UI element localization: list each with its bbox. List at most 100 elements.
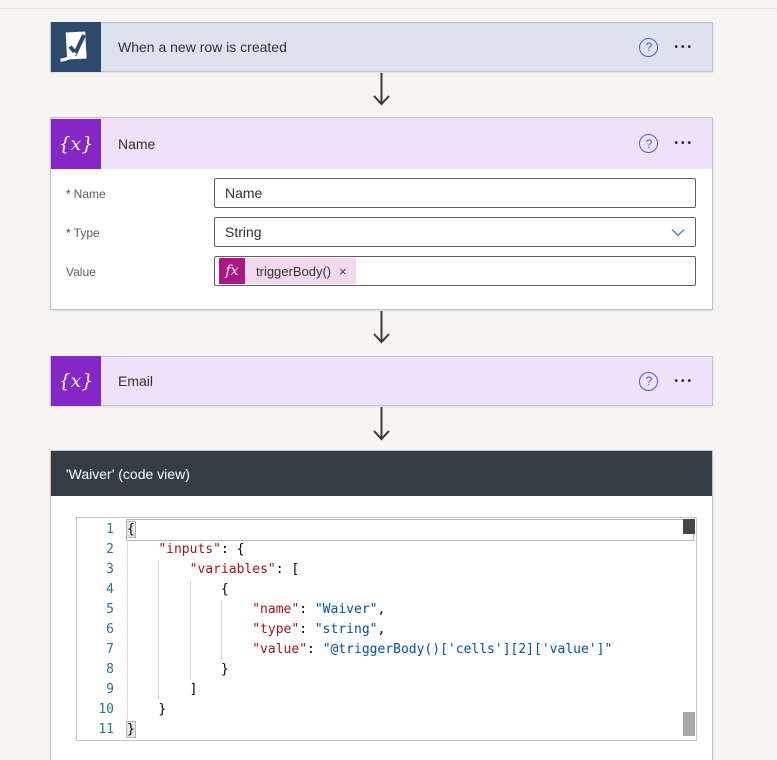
indent-guide [127,600,128,620]
type-field-label: *Type [66,226,100,240]
indent-guide [220,600,222,620]
value-field-label: Value [66,265,96,279]
code-line: 3 "variables": [ [77,560,696,580]
code-line: 5 "name": "Waiver", [77,600,696,620]
top-divider [0,8,777,9]
name-card-title: Name [118,135,156,152]
arrow-down-connector [371,407,392,447]
help-icon[interactable]: ? [639,37,659,57]
expression-token[interactable]: fx triggerBody() × [219,258,356,284]
line-number: 11 [98,722,114,737]
help-icon[interactable]: ? [639,134,659,153]
indent-guide [127,700,128,720]
line-number: 2 [106,542,114,557]
name-field-label: *Name [66,187,106,201]
code-line: 9 ] [77,680,696,700]
code-text: } [220,662,229,677]
code-text: } [127,722,135,737]
code-text: ] [189,682,198,697]
line-number: 7 [106,642,114,657]
ellipsis-menu-icon[interactable]: ••• [674,138,694,149]
code-line: 6 "type": "string", [77,620,696,640]
name-card-header[interactable]: {x} Name ? ••• [51,118,712,169]
editor-scrollbar [683,519,695,739]
ellipsis-menu-icon[interactable]: ••• [674,375,694,387]
code-text: "variables": [ [189,562,300,577]
indent-guide [127,640,128,660]
code-line: 11} [77,720,696,740]
indent-guide [189,640,191,660]
email-card-title: Email [118,373,154,389]
code-line: 2 "inputs": { [77,540,696,560]
indent-guide [158,640,160,660]
indent-guide [158,680,160,700]
indent-guide [158,560,160,580]
indent-guide [127,660,128,680]
line-number: 4 [106,582,114,597]
ellipsis-menu-icon[interactable]: ••• [674,41,694,53]
name-field-row: *Name [66,178,696,208]
email-card-header[interactable]: {x} Email ? ••• [51,356,712,406]
code-view-card: 'Waiver' (code view) 1{2 "inputs": {3 "v… [50,450,713,760]
code-text: { [127,522,135,537]
indent-guide [220,640,222,660]
line-number: 9 [106,682,114,697]
type-field-row: *Type String [66,217,696,247]
line-number: 3 [106,562,114,577]
scrollbar-thumb-bottom[interactable] [683,712,695,736]
chevron-down-icon [671,224,685,240]
code-text: "inputs": { [158,542,245,557]
variable-icon: {x} [51,118,101,169]
indent-guide [158,660,160,680]
indent-guide [220,620,222,640]
indent-guide [127,580,128,600]
code-card-header[interactable]: 'Waiver' (code view) [51,451,712,496]
name-card-body: *Name *Type String Value [51,169,712,286]
indent-guide [189,600,191,620]
indent-guide [158,600,160,620]
indent-guide [158,580,160,600]
indent-guide [127,680,128,700]
type-select[interactable]: String [214,217,696,247]
line-number: 1 [106,522,114,537]
help-icon[interactable]: ? [639,371,659,391]
code-card-title: 'Waiver' (code view) [66,465,190,482]
token-label: triggerBody() [256,263,332,279]
value-input[interactable]: fx triggerBody() × [214,256,696,286]
indent-guide [189,620,191,640]
indent-guide [127,620,128,640]
code-line: 4 { [77,580,696,600]
smartsheet-icon [51,22,101,72]
trigger-card-title: When a new row is created [118,39,287,55]
indent-guide [127,560,128,580]
email-variable-card: {x} Email ? ••• [50,356,713,406]
name-input[interactable] [214,178,696,208]
json-code-editor[interactable]: 1{2 "inputs": {3 "variables": [4 {5 "nam… [76,517,697,741]
code-text: } [158,702,167,717]
code-lines: 1{2 "inputs": {3 "variables": [4 {5 "nam… [77,520,696,740]
value-field-row: Value fx triggerBody() × [66,256,696,286]
code-line: 10 } [77,700,696,720]
fx-icon: fx [219,258,245,284]
scrollbar-thumb-top[interactable] [683,519,695,534]
line-number: 5 [106,602,114,617]
trigger-card-header[interactable]: When a new row is created ? ••• [51,22,712,72]
token-close-icon[interactable]: × [339,263,347,279]
code-text: "value": "@triggerBody()['cells'][2]['va… [252,642,613,657]
indent-guide [158,620,160,640]
indent-guide [189,660,191,680]
code-text: "name": "Waiver", [252,602,386,617]
trigger-card: When a new row is created ? ••• [50,22,713,72]
line-number: 10 [98,702,114,717]
line-number: 8 [106,662,114,677]
code-line: 1{ [77,520,696,540]
code-text: "type": "string", [252,622,386,637]
code-line: 7 "value": "@triggerBody()['cells'][2]['… [77,640,696,660]
line-number: 6 [106,622,114,637]
required-marker: * [66,187,71,201]
code-text: { [220,582,229,597]
code-line: 8 } [77,660,696,680]
name-variable-card: {x} Name ? ••• *Name *Type String [50,117,713,310]
arrow-down-connector [371,73,392,113]
